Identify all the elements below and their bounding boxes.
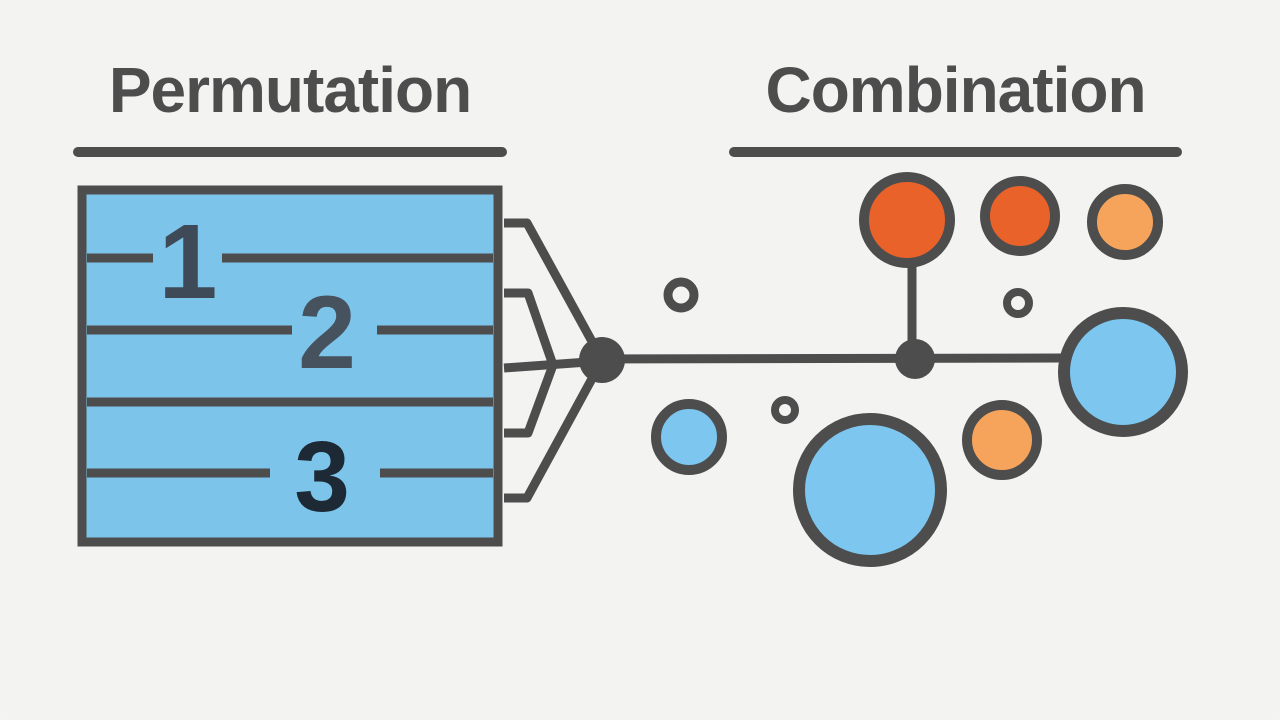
ring-top-right <box>1003 288 1033 318</box>
node-b-dot <box>895 339 935 379</box>
orange-circle-light-bottom <box>962 400 1042 480</box>
combination-circles-group <box>651 172 1188 567</box>
slot-number-3: 3 <box>294 421 350 533</box>
connector-group <box>579 264 1063 383</box>
ring-top-left <box>663 277 699 313</box>
slot-number-1: 1 <box>159 203 218 321</box>
orange-circle-mid <box>980 176 1060 256</box>
permutation-box <box>77 185 503 547</box>
permutation-box-group: 12 3 <box>77 185 503 547</box>
bracket-bottom-outer <box>504 361 604 503</box>
combination-title-underline <box>729 147 1182 157</box>
node-a-dot <box>579 337 625 383</box>
blue-circle-small <box>651 399 727 475</box>
orange-circle-connected <box>859 172 955 268</box>
blue-circle-right <box>1058 307 1188 437</box>
permutation-title-underline <box>73 147 507 157</box>
permutation-title: Permutation <box>108 54 472 126</box>
bracket-top-outer <box>504 218 604 359</box>
slot-number-2: 2 <box>298 275 356 391</box>
combination-title: Combination <box>765 54 1146 126</box>
main-connector-line <box>601 353 1063 364</box>
orange-circle-light-top <box>1087 184 1163 260</box>
blue-circle-large <box>793 413 947 567</box>
ring-bottom-mid <box>771 396 799 424</box>
